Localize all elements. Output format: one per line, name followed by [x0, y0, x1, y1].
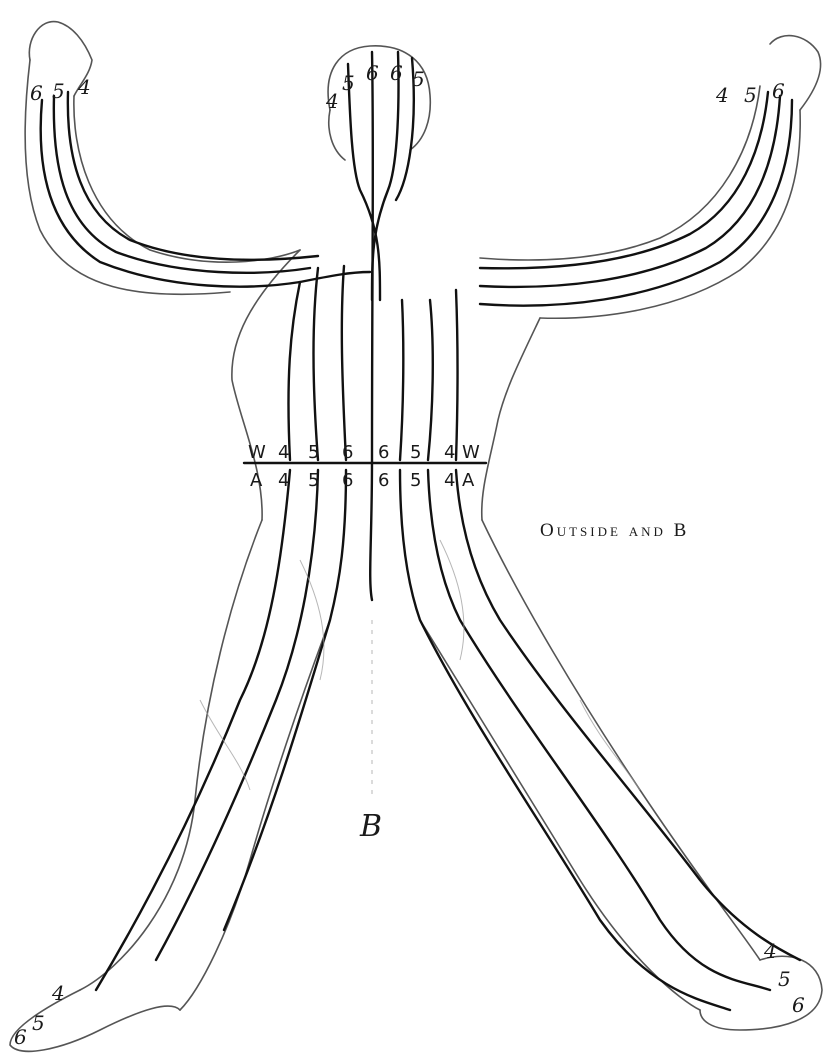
- left-foot-label: 6: [14, 1025, 27, 1049]
- waist-upper-label: 4: [278, 442, 289, 463]
- waist-upper-label: W: [248, 442, 266, 463]
- waist-lower-label: 5: [308, 470, 319, 491]
- body-outline: [10, 22, 822, 1052]
- waist-upper-label: 6: [378, 442, 389, 463]
- left-hand-label: 5: [52, 79, 65, 103]
- waist-labels-lower: A 4 5 6 6 5 4 A: [250, 470, 475, 491]
- left-foot-label: 5: [32, 1011, 45, 1035]
- shading: [200, 540, 640, 800]
- left-foot-labels: 6 5 4: [14, 981, 65, 1049]
- waist-upper-label: W: [462, 442, 480, 463]
- head-label: 6: [366, 61, 379, 85]
- caption-text: Outside and B: [540, 520, 689, 542]
- right-foot-label: 6: [792, 993, 805, 1017]
- waist-upper-label: 5: [410, 442, 421, 463]
- left-hand-label: 6: [30, 81, 43, 105]
- waist-lower-label: 6: [378, 470, 389, 491]
- head-label: 4: [325, 89, 339, 113]
- waist-lower-label: A: [250, 470, 263, 491]
- waist-labels-upper: W 4 5 6 6 5 4 W: [248, 442, 480, 463]
- right-hand-labels: 4 5 6: [715, 79, 785, 107]
- waist-lower-label: 4: [444, 470, 455, 491]
- figure-letter: B: [359, 809, 382, 844]
- left-hand-labels: 6 5 4: [30, 75, 91, 105]
- head-label: 5: [412, 67, 425, 91]
- head-label: 5: [342, 71, 355, 95]
- waist-upper-label: 6: [342, 442, 353, 463]
- waist-lower-label: 6: [342, 470, 353, 491]
- waist-lower-label: 5: [410, 470, 421, 491]
- waist-upper-label: 5: [308, 442, 319, 463]
- waist-upper-label: 4: [444, 442, 455, 463]
- right-hand-label: 4: [715, 83, 729, 107]
- left-hand-label: 4: [77, 75, 91, 99]
- right-hand-label: 6: [772, 79, 785, 103]
- waist-lower-label: 4: [278, 470, 289, 491]
- waist-lower-label: A: [462, 470, 475, 491]
- head-labels: 4 5 6 6 5: [325, 61, 425, 113]
- right-hand-label: 5: [744, 83, 757, 107]
- right-foot-label: 5: [778, 967, 791, 991]
- right-foot-label: 4: [763, 939, 777, 963]
- left-foot-label: 4: [51, 981, 65, 1005]
- head-label: 6: [390, 61, 403, 85]
